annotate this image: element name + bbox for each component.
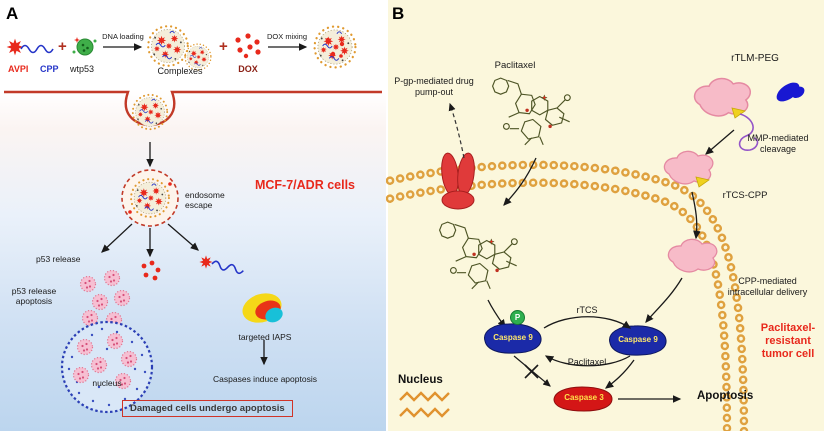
rtcs-label: rTCS bbox=[576, 305, 598, 315]
mmp-cleavage-label: MMP-mediated cleavage bbox=[747, 133, 809, 154]
resistant-cell-label: Paclitaxel-resistant tumor cell bbox=[760, 322, 816, 360]
dna-squiggle-icon bbox=[399, 391, 450, 418]
paclitaxel-cycle-label: Paclitaxel bbox=[567, 357, 607, 367]
p53-release-apoptosis-label: p53 release apoptosis bbox=[11, 286, 57, 307]
panel-a-label: A bbox=[6, 4, 19, 23]
blocked-cross-icon bbox=[524, 364, 539, 379]
paclitaxel-structure-top bbox=[493, 78, 571, 145]
cell-line-label: MCF-7/ADR cells bbox=[254, 178, 356, 192]
pump-out-dashed-arrow bbox=[448, 102, 465, 159]
released-dox-dots bbox=[141, 260, 161, 281]
avpi-cpp-conjugate-icon bbox=[3, 35, 54, 59]
paclitaxel-cycle-arrow bbox=[544, 355, 631, 367]
peg-chain-icon bbox=[738, 113, 759, 151]
drug-entry-arrow bbox=[503, 157, 537, 206]
complex-endocytosed bbox=[133, 95, 167, 129]
caspase9-left-label: Caspase 9 bbox=[493, 333, 533, 342]
panel-b-background bbox=[388, 0, 824, 431]
caspase9-right-label: Caspase 9 bbox=[618, 335, 658, 344]
nucleus-b-label: Nucleus bbox=[398, 374, 443, 386]
apoptosis-label: Apoptosis bbox=[697, 390, 754, 402]
pgp-pump-out-label: P-gp-mediated drug pump-out bbox=[394, 76, 474, 97]
complexes-label: Complexes bbox=[157, 66, 203, 76]
p53-release-label: p53 release bbox=[36, 254, 81, 264]
phospho-p-badge: P bbox=[510, 310, 525, 325]
dna-loading-label: DNA loading bbox=[102, 32, 144, 41]
activation-arrow bbox=[604, 359, 635, 389]
p53-release-arrow bbox=[101, 223, 133, 253]
wtp53-label: wtp53 bbox=[70, 64, 95, 74]
plus-sign-1: + bbox=[58, 38, 67, 55]
released-cpp-conjugate-icon bbox=[197, 253, 245, 275]
rtcs-entry-arrow bbox=[691, 191, 701, 240]
mmp-enzyme-icon bbox=[776, 82, 805, 102]
cpp-label: CPP bbox=[40, 64, 59, 74]
cpp-release-arrow bbox=[167, 223, 199, 251]
panel-a-graphics bbox=[0, 0, 382, 414]
paclitaxel-structure-cytosol bbox=[440, 222, 518, 289]
drug-to-caspase-arrow bbox=[487, 299, 506, 329]
iaps-blob-icon bbox=[242, 293, 283, 323]
cpp-delivery-cloud-icon bbox=[667, 238, 718, 273]
cpp-delivery-label: CPP-mediated intracellular delivery bbox=[727, 276, 808, 297]
delivery-to-caspase-arrow bbox=[645, 277, 683, 323]
wtp53-particle-icon bbox=[72, 37, 97, 56]
paclitaxel-top-label: Paclitaxel bbox=[494, 60, 536, 71]
dox-mixing-label: DOX mixing bbox=[266, 32, 307, 41]
dox-dots-icon bbox=[235, 33, 261, 59]
rtcs-cpp-label: rTCS-CPP bbox=[722, 190, 768, 201]
rtlm-peg-assembly-icon bbox=[693, 77, 805, 151]
plus-sign-2: + bbox=[219, 38, 228, 55]
damaged-cells-box: Damaged cells undergo apoptosis bbox=[122, 400, 293, 417]
mmp-cleavage-arrow bbox=[705, 129, 735, 155]
targeted-iaps-label: targeted IAPS bbox=[238, 332, 292, 342]
panel-b-label: B bbox=[392, 4, 405, 23]
caspases-induce-label: Caspases induce apoptosis bbox=[213, 374, 317, 384]
nucleus-a-label: nucleus bbox=[92, 378, 122, 388]
caspase3-label: Caspase 3 bbox=[564, 393, 604, 402]
endosome-icon bbox=[121, 169, 179, 227]
avpi-label: AVPI bbox=[8, 64, 29, 74]
complexes-pair-icon bbox=[148, 26, 211, 70]
rtcs-cycle-arrow bbox=[543, 316, 632, 329]
panel-b-graphics bbox=[386, 0, 805, 431]
endosome-escape-label: endosome escape bbox=[185, 190, 225, 211]
pgp-protein-icon bbox=[441, 152, 475, 210]
cell-membrane-a bbox=[4, 90, 382, 127]
rtlm-peg-label: rTLM-PEG bbox=[731, 53, 779, 64]
dox-label: DOX bbox=[238, 64, 258, 74]
released-p53-particles bbox=[79, 269, 131, 329]
rtcs-cpp-icon bbox=[663, 150, 714, 188]
nucleus-a-icon bbox=[60, 320, 154, 414]
final-complex-icon bbox=[315, 27, 356, 68]
